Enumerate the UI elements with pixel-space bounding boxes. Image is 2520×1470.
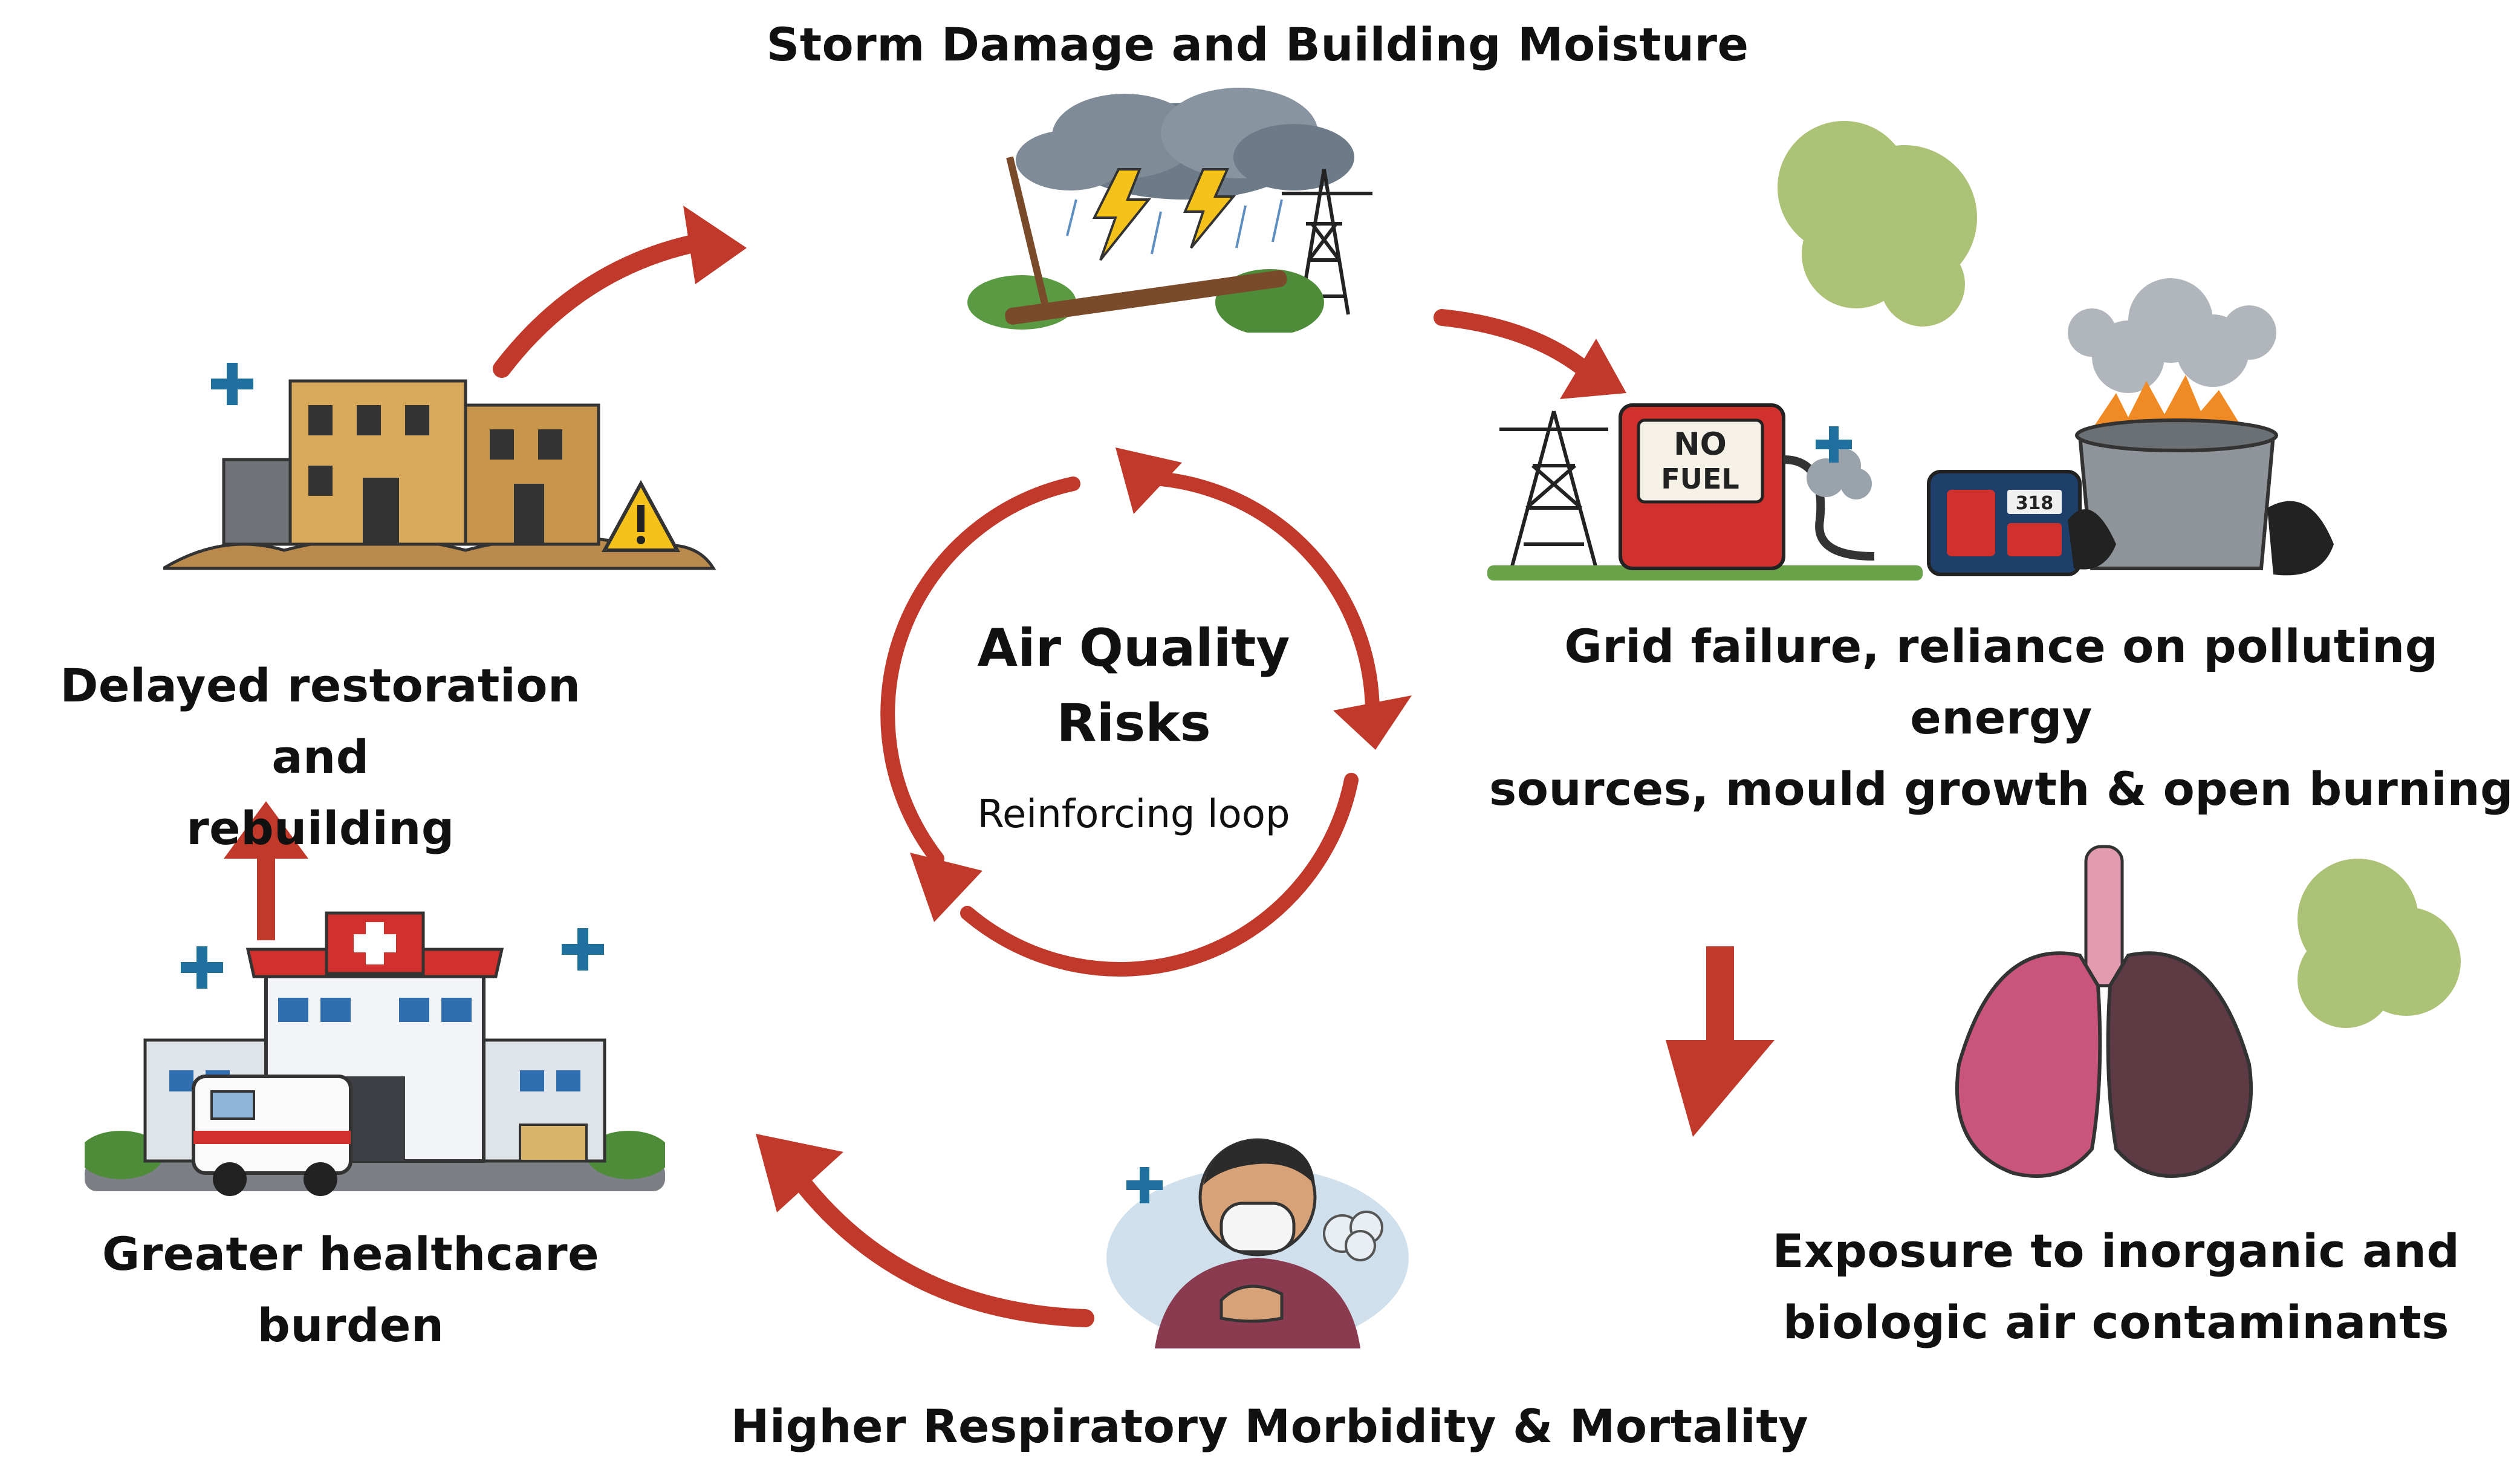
left-lung-icon	[1955, 951, 2102, 1178]
sick-person-illustration	[1106, 1138, 1409, 1348]
healthcare-label: Greater healthcare burden	[102, 1227, 600, 1352]
transmission-tower-icon	[1282, 169, 1372, 315]
fuel-sign-line1: NO	[1674, 426, 1727, 463]
arrow-restoration-to-storm	[493, 233, 710, 378]
hospital-building-icon	[143, 911, 606, 1163]
respiratory-label: Higher Respiratory Morbidity & Mortality	[730, 1399, 1809, 1453]
lightning-icon	[1092, 168, 1236, 261]
grid-label: Grid failure, reliance on polluting ener…	[1487, 611, 2515, 825]
smoke-puff-icon	[1807, 449, 1872, 499]
arrow-head-grid-to-exposure	[1666, 1040, 1775, 1137]
reinforcing-loop-circle	[880, 447, 1412, 977]
right-lung-icon	[2106, 951, 2253, 1178]
fuel-pump-icon: NO FUEL	[1619, 403, 1875, 570]
hand-icon	[1219, 1284, 1284, 1323]
arrow-storm-to-grid	[1434, 309, 1593, 377]
generator-display: 318	[2016, 493, 2054, 514]
grid-label-line1: Grid failure, reliance on polluting ener…	[1564, 619, 2438, 744]
restoration-label-line2: rebuilding	[186, 801, 455, 855]
center-subtitle: Reinforcing loop	[977, 792, 1290, 837]
burning-trash-can-icon	[2068, 278, 2334, 576]
center-title: Air Quality Risks	[952, 611, 1315, 761]
damaged-buildings-illustration	[163, 379, 716, 570]
restoration-label-line1: Delayed restoration and	[60, 659, 581, 784]
arrow-head-storm-to-grid	[1560, 339, 1626, 399]
exposure-label: Exposure to inorganic and biologic air c…	[1723, 1215, 2509, 1358]
generator-icon: 318	[1927, 470, 2082, 576]
grid-failure-illustration: NO FUEL 318	[1487, 278, 2334, 581]
arrow-respiratory-to-healthcare	[795, 1176, 1094, 1327]
restoration-label: Delayed restoration and rebuilding	[12, 650, 629, 864]
warning-sign-icon	[601, 480, 681, 552]
storm-label: Storm Damage and Building Moisture	[766, 18, 1749, 71]
grid-label-line2: sources, mould growth & open burning	[1489, 762, 2513, 816]
fallen-tree-icon	[967, 156, 1324, 333]
storm-illustration	[967, 88, 1372, 333]
lungs-illustration	[1955, 845, 2461, 1178]
exposure-label-line1: Exposure to inorganic and	[1772, 1224, 2460, 1278]
fuel-sign-line2: FUEL	[1661, 463, 1739, 495]
storm-cloud-icon	[1016, 88, 1354, 200]
arrow-head-healthcare-to-restoration	[224, 801, 308, 859]
face-mask-icon	[1219, 1202, 1296, 1254]
exposure-label-line2: biologic air contaminants	[1783, 1295, 2449, 1349]
center-title-line2: Risks	[1056, 693, 1211, 753]
ambulance-icon	[192, 1075, 352, 1196]
center-title-line1: Air Quality	[977, 618, 1290, 678]
arrow-head-respiratory-to-healthcare	[756, 1134, 843, 1212]
transmission-tower-icon	[1499, 411, 1608, 569]
trachea-icon	[2084, 845, 2124, 987]
hospital-illustration	[85, 911, 665, 1196]
arrow-head-restoration-to-storm	[683, 206, 747, 284]
smoke-cloud-top	[1778, 121, 1977, 327]
smoke-cloud-icon	[2298, 859, 2461, 1028]
breath-puff-icon	[1323, 1211, 1383, 1261]
